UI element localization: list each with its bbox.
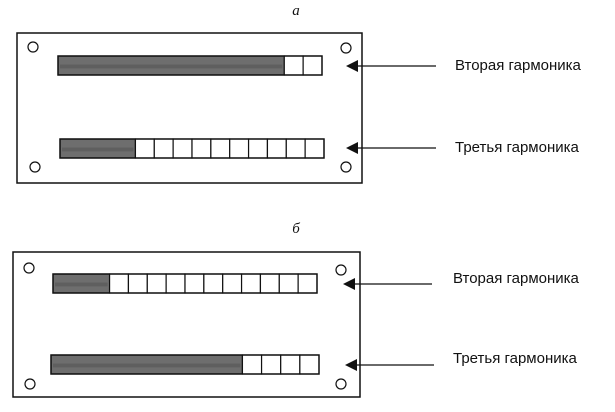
empty-segment: [299, 354, 320, 375]
mounting-hole-icon: [27, 41, 39, 53]
arrow-icon: [346, 60, 436, 72]
label-a-second-harmonic: Вторая гармоника: [455, 57, 582, 74]
empty-segment: [278, 273, 299, 294]
empty-segment: [285, 138, 306, 159]
arrow-icon: [346, 142, 436, 154]
mounting-hole-icon: [340, 161, 352, 173]
empty-segment: [259, 273, 280, 294]
empty-segment: [247, 138, 269, 159]
empty-segment: [210, 138, 231, 159]
empty-segment: [280, 354, 301, 375]
bar-a-third-harmonic: [59, 138, 325, 159]
bar-outline: [59, 138, 325, 159]
arrow-icon: [345, 359, 434, 371]
empty-segment: [304, 138, 325, 159]
empty-segment: [229, 138, 250, 159]
panel-b-label: б: [292, 221, 300, 237]
label-b-second-harmonic: Вторая гармоника: [453, 270, 580, 287]
panel-a: а Вторая гармоника Третья гармоника: [16, 3, 582, 184]
bar-outline: [52, 273, 318, 294]
empty-segment: [297, 273, 318, 294]
empty-segment: [260, 354, 282, 375]
arrow-icon: [343, 278, 432, 290]
empty-segment: [240, 273, 262, 294]
mounting-hole-icon: [24, 378, 36, 390]
bar-b-second-harmonic: [52, 273, 318, 294]
bar-a-second-harmonic: [57, 55, 323, 76]
empty-segment: [184, 273, 205, 294]
empty-segment: [165, 273, 186, 294]
filled-texture: [55, 282, 108, 287]
bar-outline: [57, 55, 323, 76]
empty-segment: [127, 273, 148, 294]
empty-segment: [283, 55, 304, 76]
label-b-third-harmonic: Третья гармоника: [453, 350, 578, 367]
empty-segment: [266, 138, 287, 159]
filled-texture: [60, 64, 283, 69]
mounting-hole-icon: [23, 262, 35, 274]
label-a-third-harmonic: Третья гармоника: [455, 139, 580, 156]
empty-segment: [153, 138, 174, 159]
filled-texture: [53, 363, 241, 368]
empty-segment: [191, 138, 212, 159]
mounting-hole-icon: [335, 378, 347, 390]
panel-b: б Вторая гармоника Третья гармоника: [12, 221, 580, 398]
panel-a-label: а: [292, 3, 300, 19]
bar-outline: [50, 354, 320, 375]
empty-segment: [241, 354, 263, 375]
empty-segment: [222, 273, 243, 294]
empty-segment: [302, 55, 323, 76]
filled-texture: [62, 147, 134, 152]
empty-segment: [134, 138, 155, 159]
mounting-hole-icon: [335, 264, 347, 276]
mounting-hole-icon: [29, 161, 41, 173]
empty-segment: [108, 273, 130, 294]
empty-segment: [146, 273, 167, 294]
bar-b-third-harmonic: [50, 354, 320, 375]
empty-segment: [172, 138, 193, 159]
empty-segment: [203, 273, 224, 294]
mounting-hole-icon: [340, 42, 352, 54]
